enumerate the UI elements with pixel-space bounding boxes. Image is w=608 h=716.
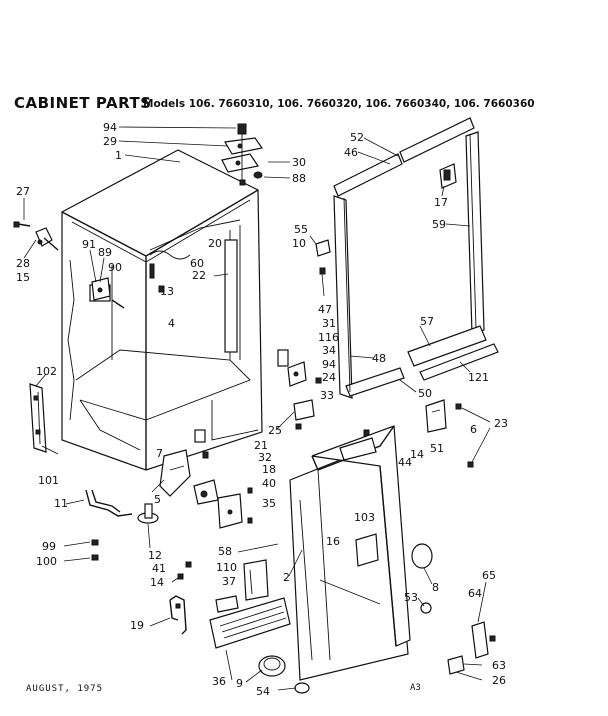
base-grille: [209, 597, 291, 649]
callout-15: 15: [16, 271, 30, 284]
callout-41: 41: [152, 562, 166, 575]
callout-116: 116: [318, 331, 339, 344]
callout-121: 121: [468, 371, 489, 384]
callout-23: 23: [494, 417, 508, 430]
callout-101: 101: [38, 474, 59, 487]
callout-14-b: 14: [150, 576, 164, 589]
callout-4: 4: [168, 317, 175, 330]
callout-5: 5: [154, 493, 161, 506]
callout-22: 22: [192, 269, 206, 282]
left-hardware: [13, 221, 165, 309]
callout-13: 13: [160, 285, 174, 298]
callout-58: 58: [218, 545, 232, 558]
callout-40: 40: [262, 477, 276, 490]
callout-24: 24: [322, 371, 336, 384]
callout-64: 64: [468, 587, 482, 600]
door-handle-hardware: [447, 621, 496, 675]
callout-32: 32: [258, 451, 272, 464]
callout-88: 88: [292, 172, 306, 185]
callout-94-b: 94: [322, 358, 336, 371]
callout-52: 52: [350, 131, 364, 144]
callout-7: 7: [156, 447, 163, 460]
leader-lines: [23, 126, 491, 691]
callout-51: 51: [430, 442, 444, 455]
callout-57: 57: [420, 315, 434, 328]
door-gasket-frame: [333, 117, 499, 399]
handle-parts: [215, 559, 269, 613]
callout-103: 103: [354, 511, 375, 524]
callout-16: 16: [326, 535, 340, 548]
callout-11: 11: [54, 497, 68, 510]
callout-102: 102: [36, 365, 57, 378]
callout-50: 50: [418, 387, 432, 400]
control-knob: [258, 655, 310, 694]
callout-6: 6: [470, 423, 477, 436]
model-numbers: Models 106. 7660310, 106. 7660320, 106. …: [143, 98, 535, 110]
left-side-bracket: [29, 383, 47, 453]
callout-37: 37: [222, 575, 236, 588]
callout-63: 63: [492, 659, 506, 672]
callout-90: 90: [108, 261, 122, 274]
cabinet-liner: [61, 149, 263, 471]
door-stop-bracket: [217, 487, 253, 529]
callout-99: 99: [42, 540, 56, 553]
callout-8: 8: [432, 581, 439, 594]
callout-21: 21: [254, 439, 268, 452]
callout-2: 2: [283, 571, 290, 584]
callout-19: 19: [130, 619, 144, 632]
callout-35: 35: [262, 497, 276, 510]
callout-65: 65: [482, 569, 496, 582]
callout-12: 12: [148, 549, 162, 562]
hinge-pin-bracket: [169, 595, 187, 635]
callout-94: 94: [103, 121, 117, 134]
callout-89: 89: [98, 246, 112, 259]
callout-20: 20: [208, 237, 222, 250]
callout-54: 54: [256, 685, 270, 698]
door-assembly: [289, 425, 433, 681]
callout-18: 18: [262, 463, 276, 476]
callout-9: 9: [236, 677, 243, 690]
callout-31: 31: [322, 317, 336, 330]
callout-30: 30: [292, 156, 306, 169]
callout-91: 91: [82, 238, 96, 251]
callout-1: 1: [115, 149, 122, 162]
callout-33: 33: [320, 389, 334, 402]
callout-14-a: 14: [410, 448, 424, 461]
footer-code: A3: [410, 683, 421, 693]
callout-47: 47: [318, 303, 332, 316]
callout-25: 25: [268, 424, 282, 437]
mullion-hardware: [277, 239, 331, 430]
callout-110: 110: [216, 561, 237, 574]
callout-34: 34: [322, 344, 336, 357]
callout-36: 36: [212, 675, 226, 688]
small-screws-left: [91, 539, 192, 580]
callout-26: 26: [492, 674, 506, 687]
callout-28: 28: [16, 257, 30, 270]
callout-29: 29: [103, 135, 117, 148]
lower-hinge-bracket: [159, 449, 219, 505]
drain-tube-and-leg: [85, 489, 159, 524]
callout-100: 100: [36, 555, 57, 568]
callout-48: 48: [372, 352, 386, 365]
callout-46: 46: [344, 146, 358, 159]
page-title: CABINET PARTS: [14, 94, 152, 112]
footer-date: AUGUST, 1975: [26, 684, 104, 694]
callout-27: 27: [16, 185, 30, 198]
callout-44: 44: [398, 456, 412, 469]
top-hinge-assembly: [221, 123, 264, 186]
callout-10: 10: [292, 237, 306, 250]
callout-17: 17: [434, 196, 448, 209]
callout-59: 59: [432, 218, 446, 231]
callout-60: 60: [190, 257, 204, 270]
callout-53: 53: [404, 591, 418, 604]
callout-55: 55: [294, 223, 308, 236]
